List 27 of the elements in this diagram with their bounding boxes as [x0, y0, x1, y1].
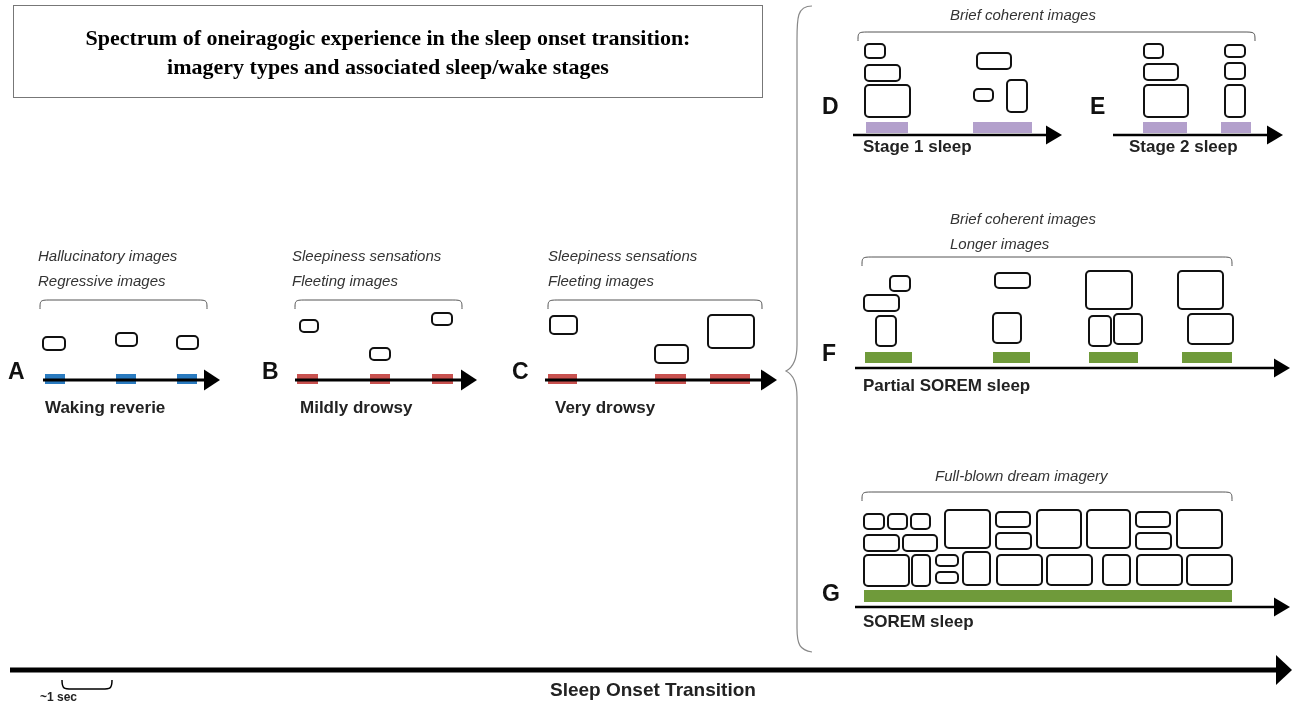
imagery-type-text: Hallucinatory images [38, 247, 178, 264]
imagery-type-text: Longer images [950, 235, 1050, 252]
panel-letter: C [512, 358, 529, 385]
imagery-type-text: Brief coherent images [950, 210, 1096, 227]
panel-letter: F [822, 340, 837, 367]
stage-name: Very drowsy [555, 398, 656, 418]
stage-name: Stage 1 sleep [863, 137, 972, 157]
panel-letter: B [262, 358, 279, 385]
stage-name: Mildly drowsy [300, 398, 413, 418]
imagery-type-text: Sleepiness sensations [292, 247, 442, 264]
imagery-type-text: Brief coherent images [950, 6, 1096, 23]
panel-letter: D [822, 93, 839, 120]
stage-name: Stage 2 sleep [1129, 137, 1238, 157]
stage-name: Waking reverie [45, 398, 166, 418]
panel-letter: E [1090, 93, 1106, 120]
axis-title: Sleep Onset Transition [550, 679, 756, 701]
stage-name: Partial SOREM sleep [863, 376, 1031, 396]
imagery-type-text: Fleeting images [292, 272, 398, 289]
scale-label: ~1 sec [40, 690, 78, 704]
panel-letter: A [8, 358, 25, 385]
imagery-type-text: Full-blown dream imagery [935, 467, 1108, 484]
title-box: Spectrum of oneiragogic experience in the sleep onset transition: imagery types and associated sleep/wake stages [13, 5, 763, 98]
stage-name: SOREM sleep [863, 612, 974, 632]
imagery-type-text: Sleepiness sensations [548, 247, 698, 264]
imagery-type-text: Regressive images [38, 272, 166, 289]
imagery-type-text: Fleeting images [548, 272, 654, 289]
panel-letter: G [822, 580, 840, 607]
